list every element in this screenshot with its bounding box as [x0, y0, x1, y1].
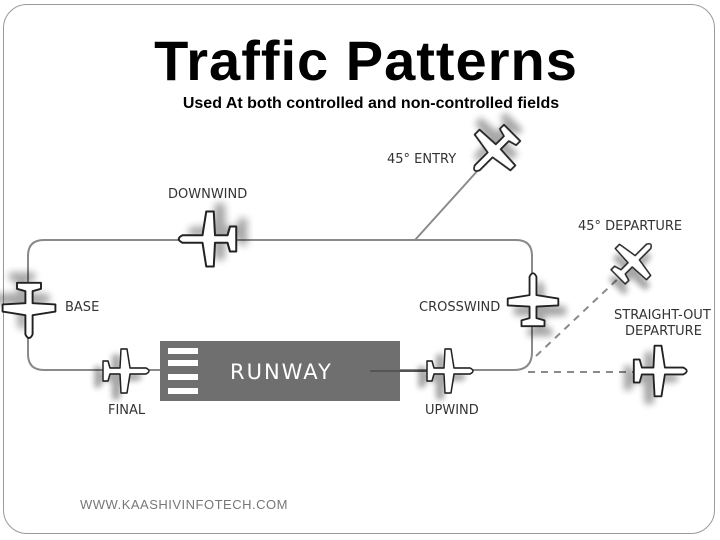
label-upwind: UPWIND — [425, 403, 479, 418]
runway-threshold-bar — [168, 374, 198, 380]
airplane-crosswind-icon — [506, 272, 560, 328]
runway-label: RUNWAY — [230, 360, 333, 384]
airplane-downwind-icon — [177, 210, 238, 268]
airplane-base-icon — [1, 281, 57, 339]
slide-frame — [3, 4, 715, 534]
departure-45-line — [535, 274, 623, 357]
airplane-final-icon — [102, 348, 150, 394]
airplane-entry-icon — [455, 114, 531, 190]
label-final: FINAL — [108, 403, 146, 418]
runway — [160, 341, 400, 401]
label-45-departure: 45° DEPARTURE — [578, 219, 683, 234]
runway-threshold-bar — [168, 388, 198, 394]
label-45-entry: 45° ENTRY — [387, 152, 457, 167]
slide-title: Traffic Patterns — [154, 29, 578, 92]
footer-url: WWW.KAASHIVINFOTECH.COM — [80, 497, 288, 512]
runway-threshold-bar — [168, 360, 198, 366]
slide-subtitle: Used At both controlled and non-controll… — [182, 95, 560, 112]
airplane-straight-out-icon — [632, 344, 688, 398]
entry-line — [414, 167, 481, 241]
label-straight-out: STRAIGHT-OUT — [614, 308, 711, 323]
pattern-circuit — [27, 239, 533, 371]
airplane-departure-45-icon — [601, 227, 668, 294]
runway-threshold-bar — [168, 348, 198, 354]
label-downwind: DOWNWIND — [168, 187, 248, 202]
label-straight-out-departure: DEPARTURE — [625, 324, 702, 339]
airplane-upwind-icon — [426, 348, 474, 394]
label-crosswind: CROSSWIND — [419, 300, 501, 315]
label-base: BASE — [65, 300, 100, 315]
